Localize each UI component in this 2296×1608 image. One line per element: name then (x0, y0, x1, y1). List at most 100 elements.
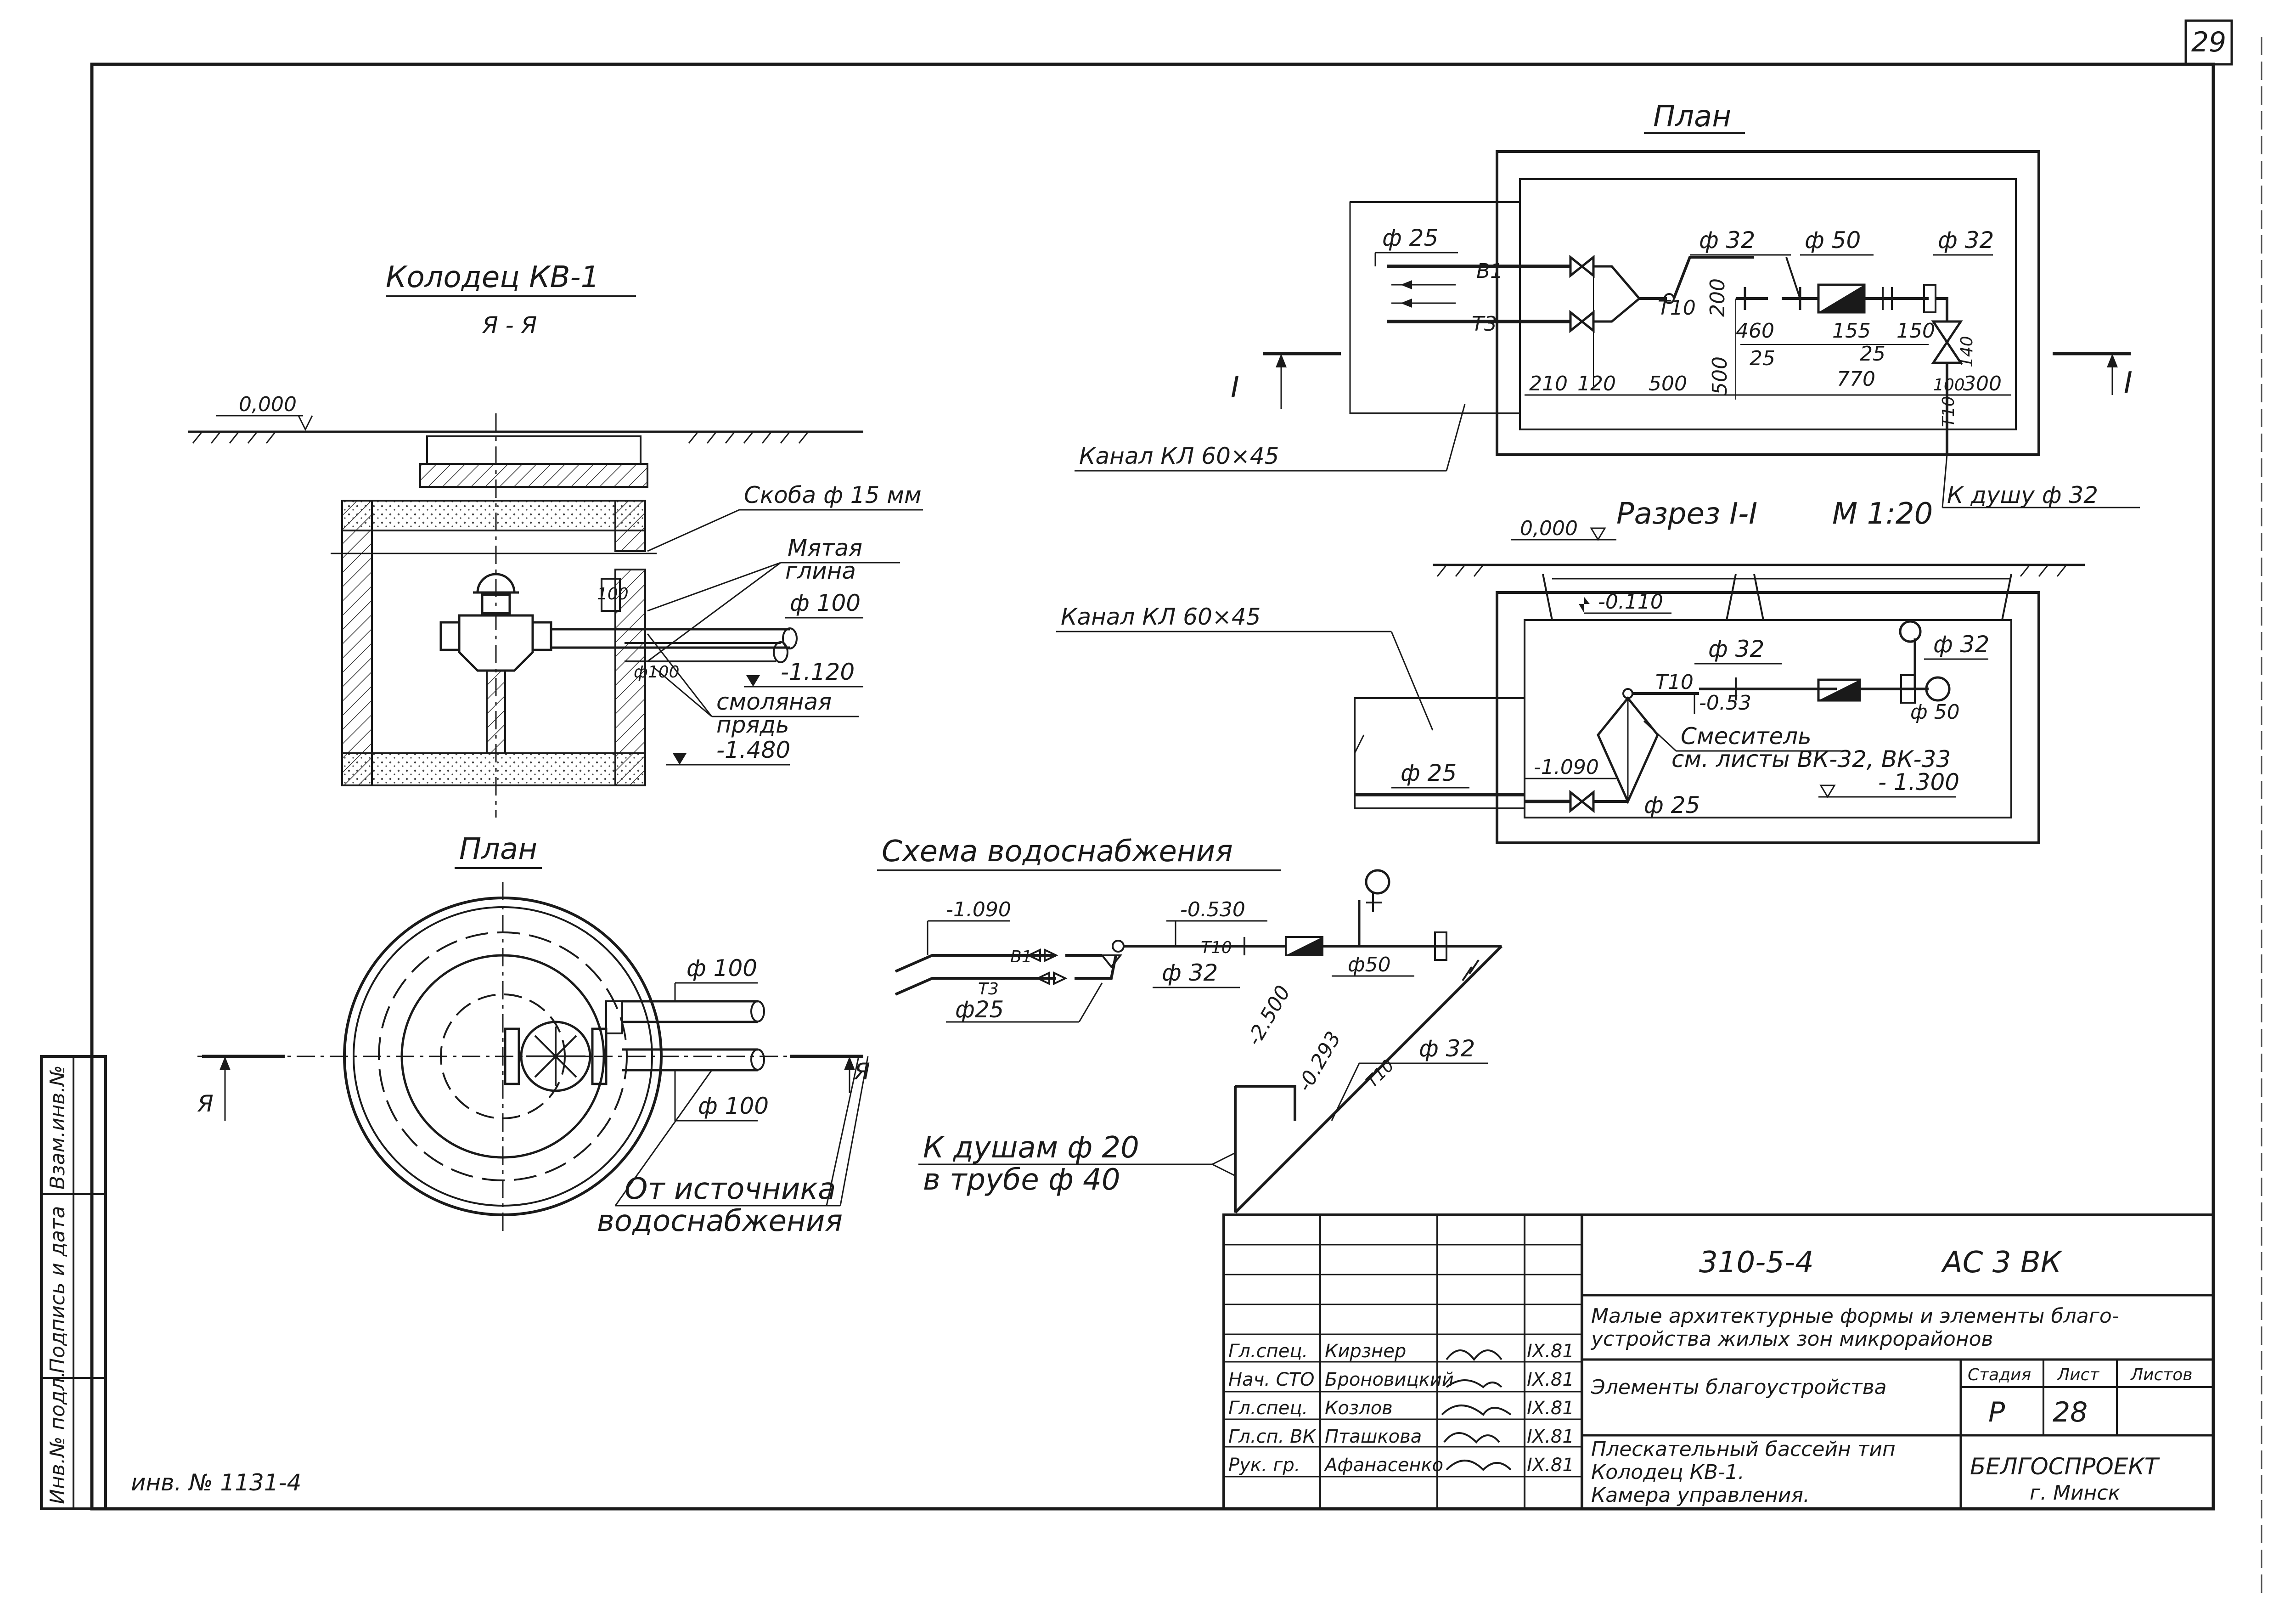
well-plan: План ф 100 ф 100 Я Я От источника (197, 832, 870, 1238)
tb-person-name: Броновицкий (1325, 1369, 1454, 1390)
inv-original-label: Инв.№ подл. (46, 1371, 69, 1504)
sheet-number-box (2184, 19, 2233, 66)
tb-part: Элементы благоустройства (1591, 1376, 1887, 1399)
well-section: Колодец КВ-1 Я - Я 0,000 100 (188, 260, 923, 818)
well-title: Колодец КВ-1 (386, 260, 599, 294)
cp-dim-500v: 500 (1708, 356, 1732, 395)
water-supply-scheme: Схема водоснабжения -1.090 В1 Т3 ф25 Т10… (877, 835, 1503, 1214)
tb-person-date: IX.81 (1527, 1398, 1574, 1419)
scheme-d32: ф 32 (1162, 959, 1218, 986)
section-d50: ф 50 (1910, 700, 1960, 724)
scheme-t10-b: Т10 (1362, 1056, 1398, 1091)
section-d32-right: ф 32 (1933, 631, 1989, 658)
title-block: 310-5-4 АС 3 ВК Малые архитектурные форм… (1222, 1213, 2215, 1510)
tb-sheet-name-3: Камера управления. (1591, 1484, 1810, 1507)
section-mixer: Смеситель (1681, 723, 1812, 750)
cp-d25: ф 25 (1382, 225, 1438, 251)
cp-dim-100: 100 (1933, 376, 1965, 395)
inv-replacement-label: Взам.инв.№ (46, 1065, 69, 1190)
tb-person-date: IX.81 (1527, 1426, 1574, 1447)
tb-person-name: Кирзнер (1325, 1341, 1406, 1362)
section-level-1090: -1.090 (1534, 756, 1599, 779)
cp-b1: В1 (1476, 260, 1503, 283)
bracket-label: Скоба ф 15 мм (744, 482, 922, 508)
tb-person-name: Афанасенко (1323, 1455, 1443, 1476)
section-channel: Канал КЛ 60×45 (1061, 604, 1261, 630)
well-level-1480: -1.480 (716, 737, 790, 763)
tb-person-date: IX.81 (1527, 1455, 1574, 1476)
source-label-2: водоснабжения (597, 1204, 843, 1238)
tb-person-date: IX.81 (1527, 1369, 1574, 1390)
tb-sheet-name: Плескательный бассейн тип (1591, 1438, 1896, 1461)
scheme-t10: Т10 (1201, 938, 1232, 957)
scheme-to-showers: К душам ф 20 (923, 1131, 1139, 1165)
cp-d32-right: ф 32 (1938, 227, 1994, 254)
well-section-label: Я - Я (482, 312, 537, 339)
cp-d32-left: ф 32 (1699, 227, 1755, 254)
clay-label: Мятая (788, 535, 862, 561)
section-scale: М 1:20 (1832, 497, 1933, 531)
chamber-plan-title: План (1653, 100, 1731, 134)
cp-dim-200: 200 (1706, 278, 1729, 317)
well-pipe-d100: ф 100 (790, 590, 861, 616)
tb-person-role: Гл.спец. (1228, 1398, 1308, 1419)
scheme-t3: Т3 (978, 980, 999, 999)
cp-dim-460: 460 (1736, 319, 1774, 343)
drawing-frame (90, 62, 2215, 1511)
source-label: От источника (625, 1172, 836, 1206)
tb-person-name: Козлов (1325, 1398, 1393, 1419)
scheme-title: Схема водоснабжения (882, 835, 1233, 869)
tb-org: БЕЛГОСПРОЕКТ (1970, 1453, 2160, 1480)
cp-to-shower: К душу ф 32 (1947, 482, 2098, 508)
tb-sheet-name-2: Колодец КВ-1. (1591, 1461, 1745, 1484)
tb-project-2: устройства жилых зон микрорайонов (1590, 1327, 1993, 1351)
scheme-d50: ф50 (1348, 953, 1391, 976)
tb-stage: Р (1988, 1396, 2005, 1428)
inventory-number: инв. № 1131-4 (131, 1469, 301, 1496)
tb-sheets-header: Листов (2130, 1365, 2192, 1384)
tb-code: 310-5-4 (1699, 1246, 1814, 1280)
cp-dim-140: 140 (1958, 336, 1976, 367)
section-d32-left: ф 32 (1708, 636, 1764, 662)
cp-dim-25a: 25 (1750, 347, 1775, 370)
scheme-level-0530: -0.530 (1180, 898, 1245, 921)
cp-t10: Т10 (1658, 296, 1696, 320)
tb-person-name: Пташкова (1325, 1426, 1422, 1447)
scheme-level-0293: -0.293 (1293, 1027, 1345, 1095)
tb-sheet-code: АС 3 ВК (1941, 1246, 2063, 1280)
tb-project: Малые архитектурные формы и элементы бла… (1591, 1304, 2119, 1328)
section-level-zero: 0,000 (1520, 517, 1578, 540)
section-t10: Т10 (1655, 671, 1694, 694)
section-i-i: Разрез I-I М 1:20 0,000 -0.110 Канал КЛ … (1056, 497, 2085, 844)
tb-sheet: 28 (2053, 1396, 2088, 1428)
plan-section-mark-left: Я (197, 1090, 214, 1117)
cp-dim-155: 155 (1832, 319, 1871, 343)
sign-date-label: Подпись и дата (46, 1206, 69, 1373)
cp-dim-770: 770 (1837, 367, 1875, 391)
tb-person-date: IX.81 (1527, 1341, 1574, 1362)
well-dim-100: 100 (597, 585, 629, 604)
cp-channel: Канал КЛ 60×45 (1079, 443, 1279, 469)
tb-person-role: Гл.сп. ВК (1228, 1426, 1317, 1447)
tarred-label-2: прядь (716, 711, 789, 738)
plan-d100-top: ф 100 (687, 955, 757, 982)
tb-person-role: Гл.спец. (1228, 1341, 1308, 1362)
cp-t3: Т3 (1472, 312, 1497, 336)
tb-person-role: Рук. гр. (1228, 1455, 1300, 1476)
scheme-d32-b: ф 32 (1419, 1035, 1475, 1062)
scheme-level-2500: -2.500 (1242, 982, 1295, 1049)
sheet-number: 29 (2191, 26, 2226, 58)
section-d25-right: ф 25 (1644, 792, 1700, 818)
cp-dim-25b: 25 (1860, 342, 1885, 366)
cp-d50: ф 50 (1805, 227, 1861, 254)
scheme-in-pipe: в трубе ф 40 (923, 1163, 1120, 1197)
section-level-1300: - 1.300 (1878, 769, 1959, 796)
cp-dim-150: 150 (1896, 319, 1935, 343)
chamber-plan: План В1 Т3 ф 25 Т10 ф 32 (1075, 100, 2140, 508)
cp-dim-300: 300 (1963, 372, 2002, 395)
cp-section-mark-left: I (1231, 371, 1239, 405)
well-plan-title: План (459, 832, 537, 866)
